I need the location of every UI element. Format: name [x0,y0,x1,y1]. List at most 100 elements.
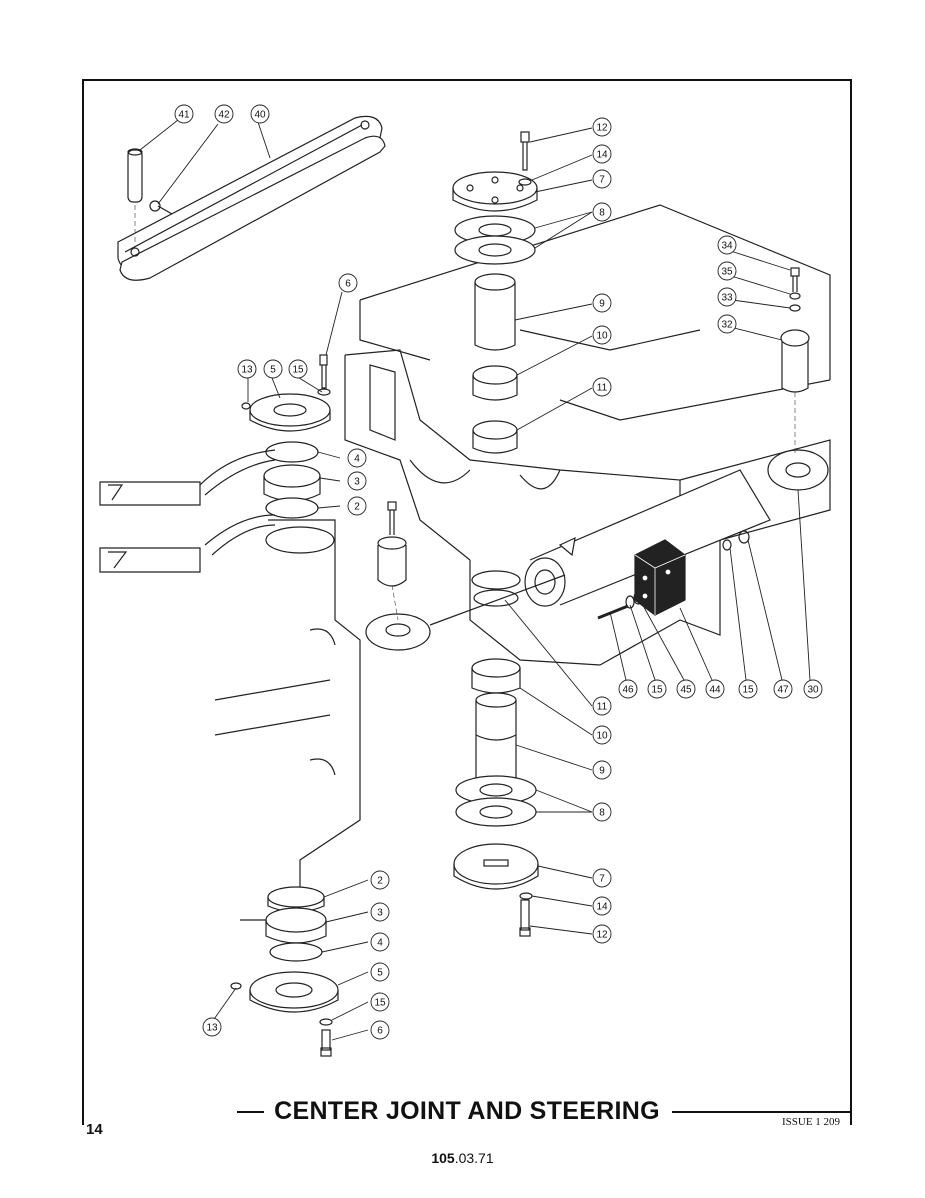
callout-label: 14 [596,150,608,161]
center-frame-structure [344,204,831,666]
callout-label: 7 [599,175,605,186]
callout-c34: 34 [717,235,737,255]
callout-circle [647,679,667,699]
center-lines [134,205,796,621]
callout-c6a: 6 [338,273,358,293]
callout-label: 9 [599,299,605,310]
callout-circle [717,235,737,255]
callout-circle [370,902,390,922]
callout-label: 15 [742,685,754,696]
callout-circle [773,679,793,699]
callout-c6b: 6 [370,1020,390,1040]
callout-c15d: 15 [370,992,390,1012]
callout-c5a: 5 [263,359,283,379]
callout-circle [338,273,358,293]
callout-circle [214,104,234,124]
callout-label: 44 [709,685,721,696]
callout-label: 32 [721,320,733,331]
leader-lines [139,119,811,1041]
callout-circle [592,760,612,780]
callout-label: 2 [377,876,383,887]
callout-c10b: 10 [592,725,612,745]
bottom-bushing-part [471,570,521,694]
callout-circle [717,287,737,307]
callout-c13a: 13 [237,359,257,379]
callout-circle [618,679,638,699]
tie-link-part [117,115,386,281]
callout-circle [592,868,612,888]
callout-c11b: 11 [592,696,612,716]
callout-circle [347,448,367,468]
callout-c2a: 2 [347,496,367,516]
document-number-main: 105 [431,1150,455,1166]
callout-circle [592,377,612,397]
callout-c3b: 3 [370,902,390,922]
callout-label: 13 [206,1023,218,1034]
callout-c10a: 10 [592,325,612,345]
callout-c4b: 4 [370,932,390,952]
callout-circle [592,293,612,313]
callout-c8b: 8 [592,802,612,822]
callout-c42: 42 [214,104,234,124]
callout-label: 7 [599,874,605,885]
callout-c12a: 12 [592,117,612,137]
callout-c3a: 3 [347,471,367,491]
callout-circle [263,359,283,379]
callout-label: 15 [651,685,663,696]
callout-circle [592,144,612,164]
top-pivot-pin-part [474,273,516,351]
callout-label: 13 [241,365,253,376]
callout-circle [237,359,257,379]
bottom-shim-part [455,775,537,827]
callout-circle [676,679,696,699]
callout-circle [370,1020,390,1040]
callout-label: 4 [354,454,360,465]
callout-label: 12 [596,930,608,941]
callout-circle [202,1017,222,1037]
callout-circle [592,169,612,189]
callout-circle [592,725,612,745]
callout-label: 35 [721,267,733,278]
callout-c47: 47 [773,679,793,699]
left-bearing-stack [241,354,335,554]
callout-label: 5 [270,365,276,376]
callout-label: 12 [596,123,608,134]
callout-c5b: 5 [370,962,390,982]
steering-cylinder-part [365,449,829,651]
callout-circle [592,896,612,916]
callout-c11a: 11 [592,377,612,397]
bottom-left-bearing-stack [230,886,339,1057]
top-bushing-part [472,365,518,454]
callout-label: 15 [374,998,386,1009]
pin-part [127,148,143,203]
hydraulic-lines [199,449,276,556]
cylinder-pin-part [780,267,810,393]
callout-c7a: 7 [592,169,612,189]
document-number-suffix: .03.71 [454,1150,494,1166]
callout-label: 6 [345,279,351,290]
callout-c41: 41 [174,104,194,124]
callout-label: 34 [721,241,733,252]
callout-label: 41 [178,110,190,121]
bottom-pivot-pin-part [475,692,517,786]
callout-label: 40 [254,110,266,121]
callout-label: 9 [599,766,605,777]
callout-label: 8 [599,808,605,819]
diagram-frame [82,79,852,1125]
callout-c14b: 14 [592,896,612,916]
callout-label: 6 [377,1026,383,1037]
callout-circle [705,679,725,699]
callout-label: 33 [721,293,733,304]
callout-label: 30 [807,685,819,696]
callout-c13b: 13 [202,1017,222,1037]
callout-circle [592,696,612,716]
callout-circle [592,924,612,944]
callout-c15c: 15 [738,679,758,699]
page-title-text: CENTER JOINT AND STEERING [264,1097,670,1125]
callout-c2b: 2 [370,870,390,890]
callout-label: 14 [596,902,608,913]
callout-c35: 35 [717,261,737,281]
callout-circle [592,802,612,822]
callout-circle [370,932,390,952]
